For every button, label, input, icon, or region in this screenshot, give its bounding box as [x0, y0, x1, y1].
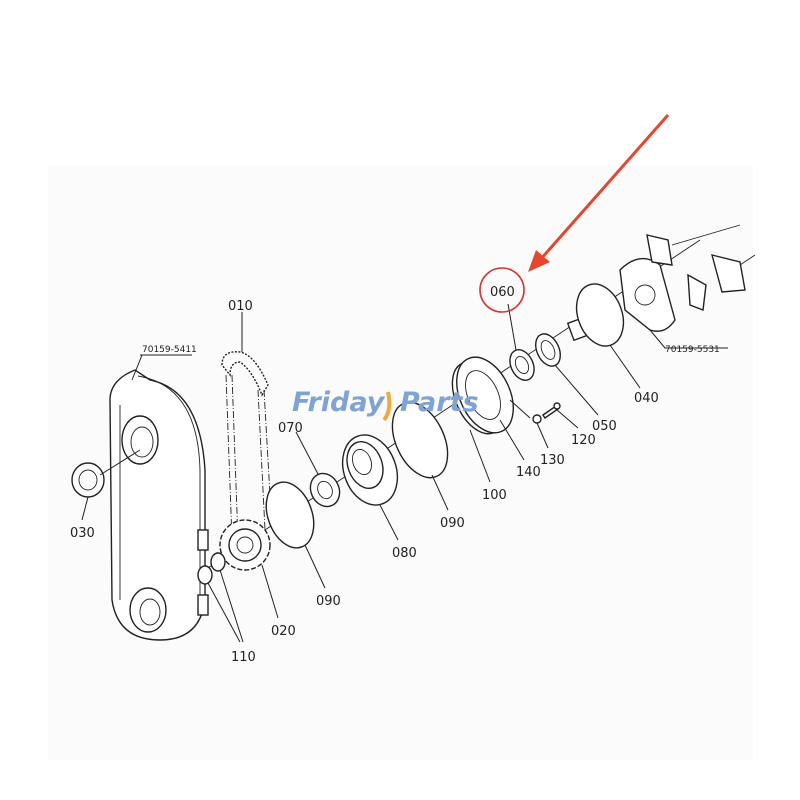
label-cover-assembly: 70159-5411 — [142, 345, 197, 355]
label-080: 080 — [392, 546, 417, 561]
watermark-swoosh — [382, 391, 392, 422]
o-ring-090-left — [265, 481, 326, 589]
label-010: 010 — [228, 299, 253, 314]
oil-seal-030 — [71, 449, 141, 521]
oil-seal-060 — [507, 303, 535, 381]
leader-cover — [131, 354, 192, 381]
label-hub-assembly: 70159-5531 — [665, 345, 720, 355]
label-070: 070 — [278, 421, 303, 436]
label-020: 020 — [271, 624, 296, 639]
label-030: 030 — [70, 526, 95, 541]
gasket-140 — [456, 356, 525, 461]
sprocket-020 — [219, 519, 279, 619]
label-050: 050 — [592, 419, 617, 434]
bolt-120-washer-130 — [509, 399, 579, 449]
label-130: 130 — [540, 453, 565, 468]
label-060: 060 — [490, 285, 515, 300]
label-140: 140 — [516, 465, 541, 480]
label-090-right: 090 — [440, 516, 465, 531]
fridayparts-watermark: Friday Parts — [292, 387, 479, 422]
label-110: 110 — [231, 650, 256, 665]
watermark-text-friday: Friday — [292, 387, 386, 418]
red-arrow-icon — [528, 114, 670, 272]
chain-case-cover — [109, 369, 209, 641]
highlight-circle — [479, 267, 525, 313]
label-040: 040 — [634, 391, 659, 406]
label-100: 100 — [482, 488, 507, 503]
bearing-housing-080 — [341, 434, 399, 541]
bearing-050 — [535, 333, 599, 416]
hub-shaft-040 — [566, 283, 641, 389]
hub-flange-assembly — [619, 224, 756, 349]
watermark-text-parts: Parts — [400, 387, 479, 418]
label-090-left: 090 — [316, 594, 341, 609]
circlips-110 — [197, 552, 244, 643]
bearing-070 — [295, 431, 341, 508]
o-ring-090-right — [391, 401, 449, 511]
chain-010 — [221, 312, 273, 541]
label-120: 120 — [571, 433, 596, 448]
